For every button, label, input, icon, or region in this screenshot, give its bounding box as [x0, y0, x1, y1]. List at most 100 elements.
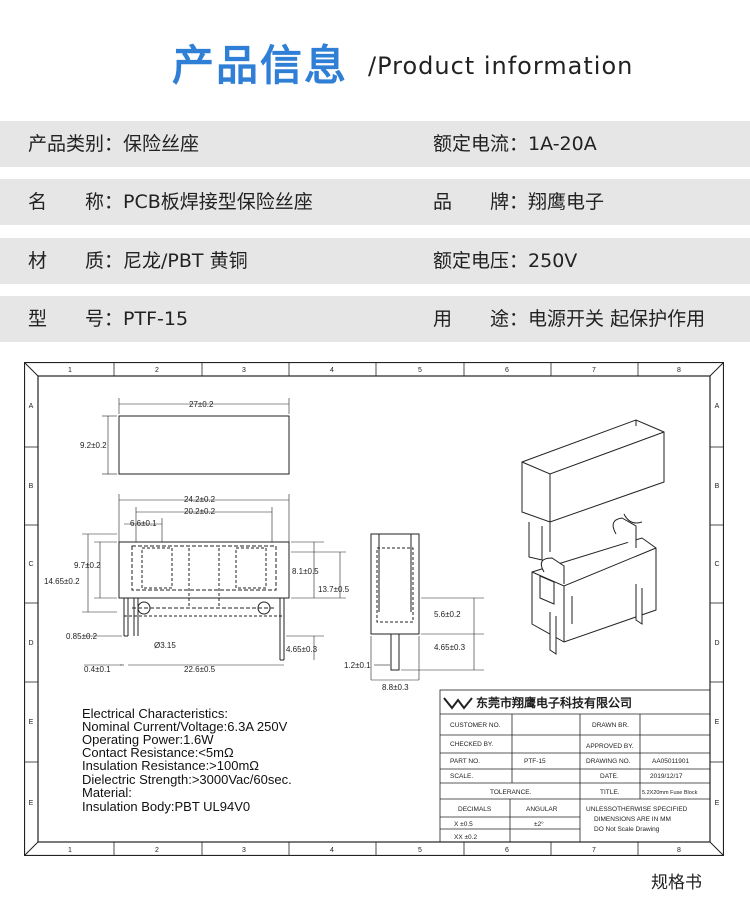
info-colon: ： [104, 133, 124, 155]
tb-label: DRAWN BR. [592, 722, 629, 729]
grid-number: 8 [677, 847, 681, 854]
info-colon: ： [509, 191, 529, 213]
tb-value: AA05011901 [652, 758, 689, 765]
tb-label: CUSTOMER NO. [450, 722, 501, 729]
info-value: 翔鹰电子 [528, 191, 605, 213]
grid-letter: D [714, 640, 719, 647]
info-value: 保险丝座 [123, 133, 200, 155]
info-colon: ： [104, 250, 124, 272]
grid-number: 8 [677, 367, 681, 374]
grid-letter: A [715, 403, 720, 410]
grid-letter: E [715, 800, 720, 807]
info-label: 型 号 [28, 308, 105, 330]
info-colon: ： [509, 250, 529, 272]
spec-text: Electrical Characteristics: Nominal Curr… [82, 706, 292, 814]
tb-label: DECIMALS [458, 806, 492, 813]
dim-label: 22.6±0.5 [184, 665, 216, 674]
grid-number: 1 [68, 367, 72, 374]
grid-number: 7 [592, 367, 596, 374]
dim-label: 20.2±0.2 [184, 507, 216, 516]
grid-letter: B [29, 483, 34, 490]
dim-label: 1.2±0.1 [344, 661, 371, 670]
grid-letter: A [29, 403, 34, 410]
grid-number: 1 [68, 847, 72, 854]
tb-value: 5.2X20mm Fuse Block [642, 790, 698, 796]
tb-label: ANGULAR [526, 806, 558, 813]
spec-line: Dielectric Strength:>3000Vac/60sec. [82, 772, 292, 787]
isometric-view [521, 419, 665, 655]
dim-label: 9.2±0.2 [80, 441, 107, 450]
technical-drawing: 1 2 3 4 5 6 7 8 1 2 3 4 5 6 7 8 A B C D … [24, 362, 724, 856]
tb-note: DIMENSIONS ARE IN MM [594, 816, 671, 823]
dim-label: 5.6±0.2 [434, 610, 461, 619]
info-colon: ： [509, 133, 529, 155]
info-label: 用 途 [433, 308, 510, 330]
grid-number: 5 [418, 367, 422, 374]
tb-note: UNLESSOTHERWISE SPECIFIED [586, 806, 688, 813]
title-block [439, 689, 711, 843]
spec-line: Insulation Resistance:>100mΩ [82, 758, 259, 773]
info-label: 品 牌 [433, 191, 510, 213]
grid-letter: B [715, 483, 720, 490]
info-row: 材 质：尼龙/PBT 黄铜 额定电压：250V [0, 238, 750, 284]
tb-label: CHECKED BY. [450, 741, 493, 748]
grid-number: 7 [592, 847, 596, 854]
front-view [82, 494, 346, 666]
info-label: 产品类别 [28, 133, 105, 155]
spec-sheet-label: 规格书 [651, 873, 702, 893]
spec-line: Nominal Current/Voltage:6.3A 250V [82, 719, 288, 734]
page-subtitle: /Product information [368, 52, 634, 80]
tb-label: DATE. [600, 773, 619, 780]
dim-label: 8.8±0.3 [382, 683, 409, 692]
tb-label: TOLERANCE. [490, 789, 532, 796]
grid-letter: C [714, 561, 719, 568]
page-title: 产品信息 [172, 41, 349, 90]
tb-label: DRAWING NO. [586, 758, 631, 765]
dim-label: 4.65±0.3 [434, 643, 466, 652]
grid-number: 6 [505, 847, 509, 854]
top-view [102, 398, 290, 475]
grid-letter: D [28, 640, 33, 647]
dim-label: 0.4±0.1 [84, 665, 111, 674]
grid-number: 6 [505, 367, 509, 374]
tb-value: ±2° [534, 820, 544, 828]
dim-label: 0.85±0.2 [66, 632, 98, 641]
info-colon: ： [509, 308, 529, 330]
grid-dividers [24, 362, 724, 856]
info-label: 材 质 [28, 250, 105, 272]
grid-letter: E [715, 719, 720, 726]
company-logo-group: 东莞市翔鹰电子科技有限公司 [443, 695, 632, 710]
dim-label: 24.2±0.2 [184, 495, 216, 504]
dim-label: 4.65±0.3 [286, 645, 318, 654]
tb-label: APPROVED BY. [586, 743, 634, 750]
grid-number: 4 [330, 367, 334, 374]
tb-label: PART NO. [450, 758, 480, 765]
dim-label: 27±0.2 [189, 400, 214, 409]
dim-label: 14.65±0.2 [44, 577, 80, 586]
side-view [370, 533, 484, 681]
company-name: 东莞市翔鹰电子科技有限公司 [476, 695, 632, 710]
info-value: PTF-15 [123, 308, 189, 330]
grid-letter: C [28, 561, 33, 568]
info-label: 额定电压 [433, 250, 510, 272]
info-value: 1A-20A [528, 133, 597, 155]
grid-letter: E [29, 719, 34, 726]
grid-number: 5 [418, 847, 422, 854]
info-value: 尼龙/PBT 黄铜 [123, 250, 248, 272]
tb-value: PTF-15 [524, 758, 546, 765]
dim-label: 13.7±0.5 [318, 585, 350, 594]
info-label: 名 称 [28, 191, 105, 213]
tb-note: DO Not Scale Drawing [594, 826, 660, 833]
info-label: 额定电流 [433, 133, 510, 155]
info-colon: ： [104, 191, 124, 213]
info-value: 电源开关 起保护作用 [528, 308, 706, 330]
grid-number: 2 [155, 367, 159, 374]
dim-label: 9.7±0.2 [74, 561, 101, 570]
info-value: 250V [528, 250, 578, 272]
dim-label: 6.6±0.1 [130, 519, 157, 528]
spec-line: Material: [82, 785, 132, 800]
tb-value: 2019/12/17 [650, 773, 683, 780]
info-row: 产品类别：保险丝座 额定电流：1A-20A [0, 121, 750, 167]
grid-letter: E [29, 800, 34, 807]
tb-value: X ±0.5 [454, 821, 473, 828]
